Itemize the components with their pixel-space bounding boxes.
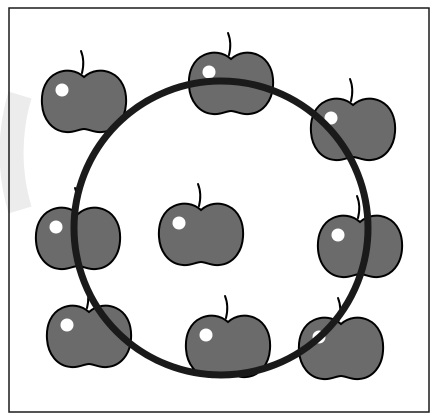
watermark-arc xyxy=(12,95,20,210)
apple-top-left xyxy=(42,51,126,132)
apple-center xyxy=(159,184,243,265)
apple-bottom xyxy=(186,296,270,377)
apple-top xyxy=(189,33,273,114)
